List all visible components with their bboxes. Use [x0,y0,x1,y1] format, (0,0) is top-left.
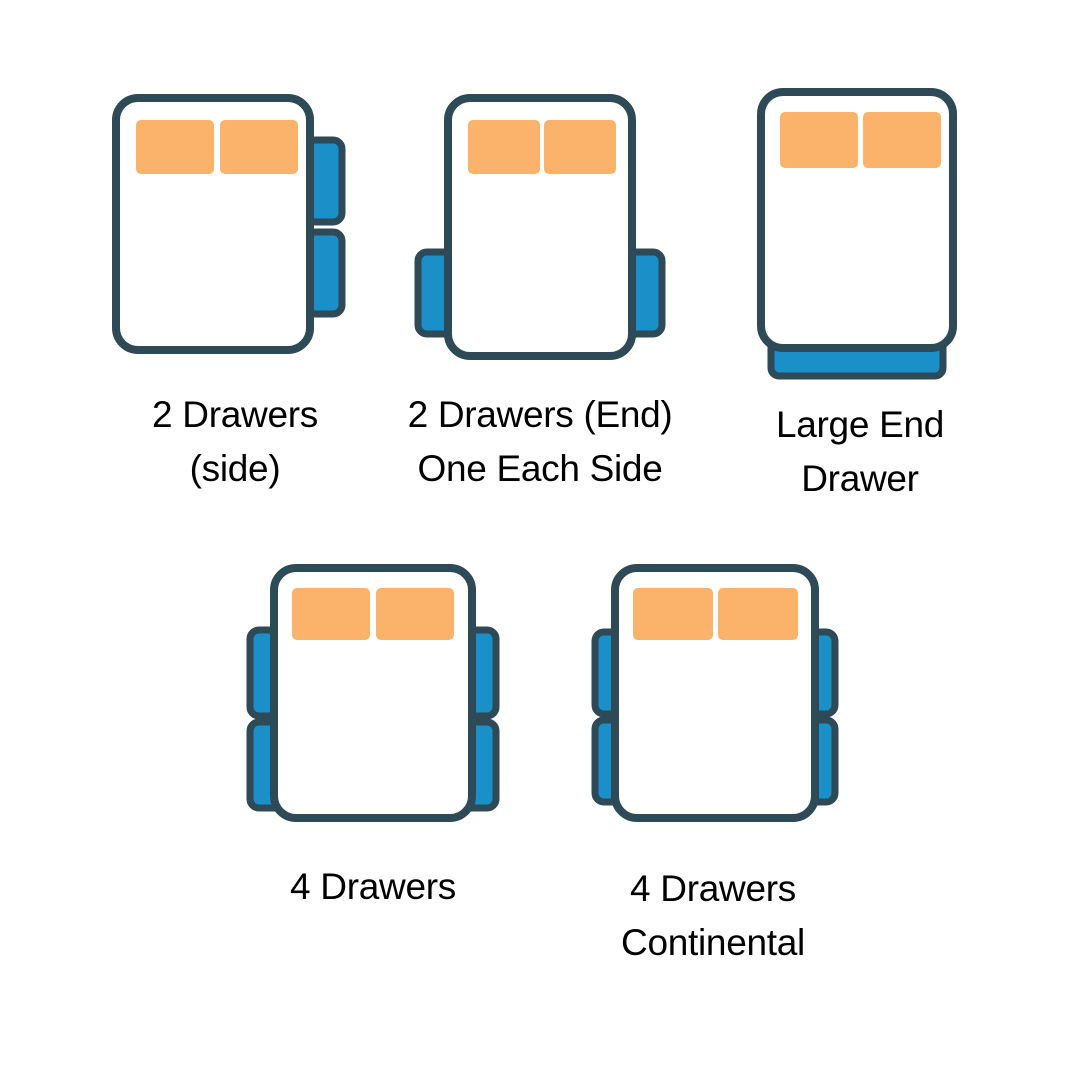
caption-four-drawers-continental: 4 Drawers Continental [621,868,805,963]
pillow-right [718,588,798,640]
pillow-left [633,588,713,640]
pillow-right [544,120,616,174]
bed-option-two-drawers-side[interactable] [110,92,360,367]
bed-diagram-four-drawers [246,564,500,822]
caption-two-drawers-side: 2 Drawers (side) [152,394,318,489]
caption-large-end-drawer: Large End Drawer [775,404,945,499]
pillow-right [376,588,454,640]
pillow-left [136,120,214,174]
caption-two-drawers-end: 2 Drawers (End) One Each Side [407,394,673,489]
bed-diagram-two-drawers-side [112,94,346,354]
bed-option-four-drawers[interactable] [240,562,505,824]
pillow-right [863,112,941,168]
bed-option-large-end-drawer[interactable] [755,86,960,381]
bed-diagram-four-drawers-continental [591,564,839,822]
bed-option-four-drawers-continental[interactable] [585,562,845,824]
pillow-left [292,588,370,640]
pillow-right [220,120,298,174]
pillow-left [780,112,858,168]
bed-option-two-drawers-end[interactable] [410,92,670,367]
bed-diagram-two-drawers-end [414,94,666,360]
pillow-left [468,120,540,174]
bed-diagram-large-end-drawer [757,88,957,380]
caption-four-drawers: 4 Drawers [290,866,456,907]
